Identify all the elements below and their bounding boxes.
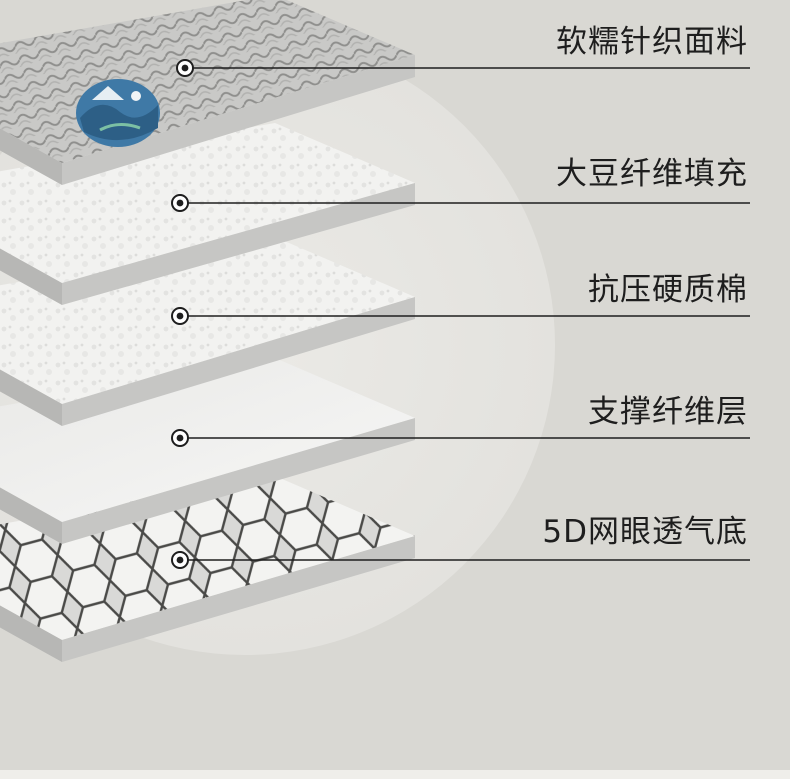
layer-label-knit-fabric: 软糯针织面料 (556, 24, 748, 60)
soy-fiber-slab-side (0, 248, 62, 305)
layer-indicator-dot (176, 199, 184, 207)
hard-cotton-slab-front (62, 297, 415, 426)
layer-indicator-dot (176, 312, 184, 320)
soy-fiber-slab-front (62, 183, 415, 305)
mesh-base-slab-front (62, 536, 415, 662)
bottom-strip (0, 770, 790, 779)
layer-label-hard-cotton: 抗压硬质棉 (588, 272, 748, 308)
support-fiber-slab-front (62, 418, 415, 544)
mesh-base-slab-side (0, 605, 62, 662)
layer-indicator-dot (176, 434, 184, 442)
knit-fabric-slab-side (0, 128, 62, 185)
layer-label-support-fiber: 支撑纤维层 (588, 394, 748, 430)
support-fiber-slab-side (0, 487, 62, 544)
layer-indicator-dot (176, 556, 184, 564)
layer-label-soy-fiber: 大豆纤维填充 (556, 156, 748, 192)
layer-indicator-dot (181, 64, 189, 72)
knit-fabric-slab-front (62, 55, 415, 185)
hard-cotton-slab-side (0, 369, 62, 426)
fabric-logo-badge (76, 79, 160, 147)
layer-label-mesh-base: 5D网眼透气底 (542, 514, 748, 550)
